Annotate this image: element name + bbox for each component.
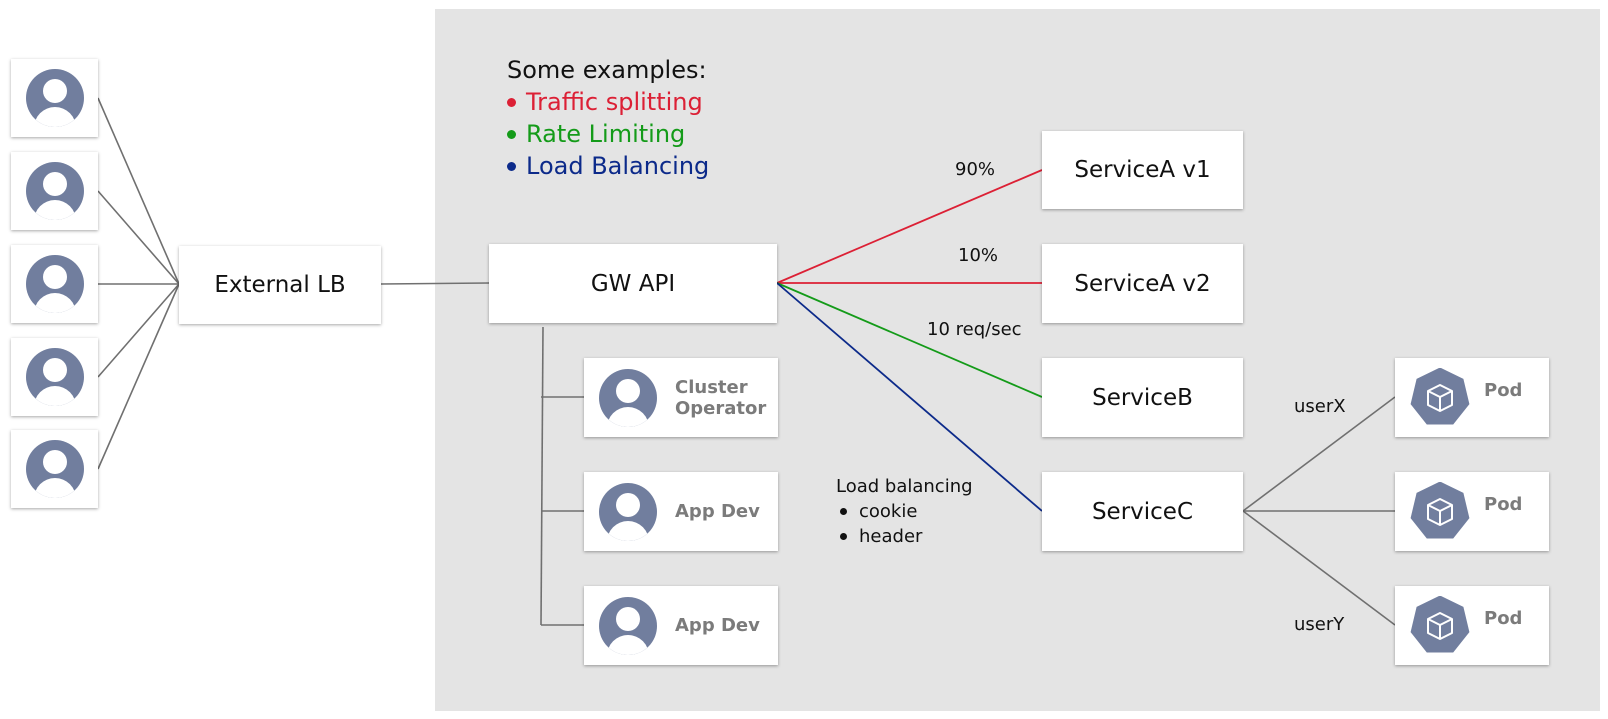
example-item: Rate Limiting bbox=[507, 118, 709, 150]
bullet-dot bbox=[840, 533, 847, 540]
lb-bullet-label: header bbox=[859, 526, 923, 547]
user-icon bbox=[599, 482, 657, 541]
user-tile bbox=[11, 59, 98, 137]
external-lb-node: External LB bbox=[179, 246, 381, 324]
user-icon bbox=[25, 69, 84, 127]
role-label: Cluster Operator bbox=[675, 376, 767, 419]
user-icon bbox=[25, 162, 84, 220]
edge-label-v1: 90% bbox=[955, 159, 996, 180]
pod-label: Pod bbox=[1484, 494, 1523, 515]
user-icon bbox=[599, 368, 657, 427]
user-2-link bbox=[97, 190, 180, 285]
pod-label: Pod bbox=[1484, 608, 1523, 629]
user-1-link bbox=[97, 97, 180, 285]
service-label: ServiceB bbox=[1092, 384, 1193, 411]
role-app-dev: App Dev bbox=[584, 586, 778, 665]
bullet-dot bbox=[507, 161, 516, 171]
bullet-dot bbox=[507, 129, 516, 139]
load-balance-line bbox=[776, 282, 1043, 512]
role-label: App Dev bbox=[675, 615, 760, 636]
service-a-v1-node: ServiceA v1 bbox=[1042, 131, 1243, 209]
gw-api-node: GW API bbox=[489, 244, 777, 323]
user-icon bbox=[25, 440, 84, 498]
user-5-link bbox=[97, 283, 180, 470]
pod-node: Pod bbox=[1395, 472, 1549, 551]
user-tile bbox=[11, 338, 98, 416]
user-icon bbox=[599, 596, 657, 655]
lb-bullet-label: cookie bbox=[859, 501, 918, 522]
role-cluster-operator: Cluster Operator bbox=[584, 358, 778, 437]
example-label: Traffic splitting bbox=[526, 88, 703, 116]
service-a-v2-node: ServiceA v2 bbox=[1042, 244, 1243, 323]
examples-heading: Some examples: bbox=[507, 56, 707, 84]
lb-bullet: header bbox=[836, 524, 973, 549]
service-c-node: ServiceC bbox=[1042, 472, 1243, 551]
pod-1-link bbox=[1242, 396, 1396, 512]
service-label: ServiceA v1 bbox=[1074, 157, 1211, 183]
pod-3-link bbox=[1242, 510, 1396, 626]
user-tile bbox=[11, 245, 98, 323]
lb-bullet: cookie bbox=[836, 499, 973, 524]
example-label: Rate Limiting bbox=[526, 120, 686, 148]
user-icon bbox=[25, 255, 84, 313]
role-trunk bbox=[540, 326, 544, 626]
example-item: Traffic splitting bbox=[507, 86, 709, 118]
load-balancing-title: Load balancing bbox=[836, 476, 973, 497]
user-tile bbox=[11, 430, 98, 508]
service-label: ServiceA v2 bbox=[1074, 270, 1211, 297]
lb-to-gw-link bbox=[380, 282, 490, 285]
edge-label-v2: 10% bbox=[958, 245, 999, 266]
bullet-dot bbox=[840, 508, 847, 515]
role-label: App Dev bbox=[675, 501, 760, 522]
external-lb-label: External LB bbox=[214, 272, 346, 298]
cube-icon bbox=[1410, 481, 1470, 539]
user-4-link bbox=[97, 283, 180, 378]
edge-label-user-y: userY bbox=[1294, 614, 1345, 635]
gw-api-label: GW API bbox=[590, 270, 676, 297]
user-tile bbox=[11, 152, 98, 230]
example-item: Load Balancing bbox=[507, 150, 709, 182]
role-app-dev: App Dev bbox=[584, 472, 778, 551]
cube-icon bbox=[1410, 367, 1470, 425]
service-b-node: ServiceB bbox=[1042, 358, 1243, 437]
load-balancing-note: Load balancing cookie header bbox=[836, 474, 973, 549]
user-icon bbox=[25, 348, 84, 406]
examples-legend: Some examples: Traffic splitting Rate Li… bbox=[507, 54, 709, 182]
pod-node: Pod bbox=[1395, 358, 1549, 437]
edge-label-user-x: userX bbox=[1294, 396, 1346, 417]
pod-node: Pod bbox=[1395, 586, 1549, 665]
rate-limit-line bbox=[776, 282, 1043, 398]
service-label: ServiceC bbox=[1091, 498, 1194, 525]
bullet-dot bbox=[507, 97, 516, 107]
edge-label-rate: 10 req/sec bbox=[927, 319, 1022, 340]
pod-label: Pod bbox=[1484, 380, 1523, 401]
cube-icon bbox=[1410, 595, 1470, 653]
example-label: Load Balancing bbox=[526, 152, 710, 180]
traffic-split-v1-line bbox=[776, 169, 1043, 284]
